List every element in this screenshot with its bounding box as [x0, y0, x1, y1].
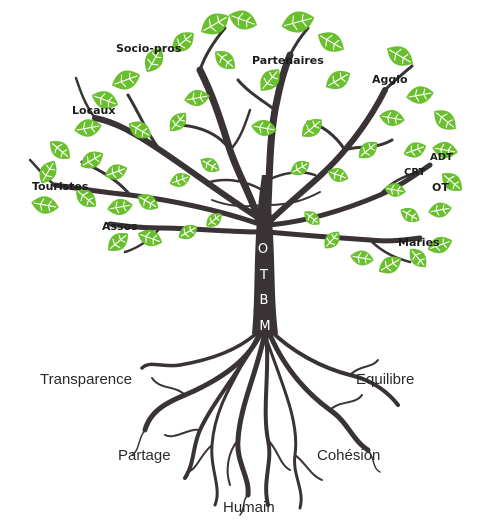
- leaf-45: [350, 250, 374, 266]
- leaf-38: [432, 141, 458, 159]
- root-labels: Transparence Equilibre Partage Cohésion …: [40, 371, 414, 516]
- leaf-14: [379, 109, 405, 127]
- label-locaux: Locaux: [72, 104, 115, 117]
- leaf-27: [107, 198, 133, 216]
- leaf-37: [403, 142, 427, 158]
- leaf-3: [318, 32, 344, 52]
- leaf-41: [400, 207, 420, 223]
- leaf-13: [434, 110, 456, 130]
- leaf-46: [324, 231, 340, 249]
- trunk-letters: O T B M: [258, 242, 271, 334]
- leaf-11: [387, 46, 413, 66]
- label-socio-pros: Socio-pros: [116, 42, 182, 55]
- leaf-17: [184, 89, 210, 107]
- leaf-5: [144, 47, 164, 73]
- label-humain: Humain: [223, 499, 275, 516]
- leaf-44: [378, 256, 402, 274]
- leaf-48: [304, 211, 320, 225]
- leaf-49: [206, 213, 222, 227]
- label-transparence: Transparence: [40, 371, 132, 388]
- roots: [131, 327, 400, 516]
- leaf-6: [111, 70, 141, 90]
- label-equilibre: Equilibre: [356, 371, 414, 388]
- leaf-12: [406, 86, 434, 104]
- label-ot: OT: [432, 181, 449, 194]
- leaf-34: [327, 168, 349, 182]
- label-assos: Assos: [102, 220, 138, 233]
- leaf-7: [91, 91, 119, 109]
- leaf-40: [428, 202, 452, 218]
- leaf-10: [325, 70, 351, 90]
- leaf-33: [290, 160, 310, 176]
- leaf-4: [172, 32, 194, 52]
- leaf-16: [251, 119, 277, 137]
- leaf-15: [302, 119, 322, 137]
- label-adt: ADT: [430, 152, 453, 163]
- label-cohesion: Cohésion: [317, 447, 380, 464]
- leaf-1: [228, 10, 258, 30]
- leaf-39: [442, 173, 462, 191]
- leaf-18: [169, 112, 187, 132]
- leaf-43: [409, 248, 427, 268]
- leaf-36: [384, 183, 406, 197]
- label-partage: Partage: [118, 447, 171, 464]
- label-agglo: Agglo: [372, 73, 408, 86]
- leaf-23: [39, 160, 57, 184]
- leaf-35: [358, 141, 378, 159]
- label-touristes: Touristes: [32, 180, 89, 193]
- leaf-21: [50, 141, 70, 159]
- leaf-30: [108, 233, 128, 251]
- leaf-0: [201, 13, 229, 35]
- label-partenaires: Partenaires: [252, 54, 324, 67]
- leaf-25: [76, 189, 96, 207]
- leaf-29: [137, 229, 163, 247]
- leaves: [31, 10, 462, 274]
- trunk-letter-o: O: [258, 242, 268, 257]
- trunk-letter-t: T: [259, 268, 268, 283]
- trunk-letter-m: M: [259, 319, 270, 334]
- leaf-28: [137, 194, 159, 210]
- trunk-letter-b: B: [260, 293, 269, 308]
- leaf-32: [200, 157, 220, 173]
- leaf-42: [427, 236, 453, 254]
- leaf-26: [104, 164, 128, 180]
- label-crt: CRT: [404, 167, 426, 178]
- leaf-31: [169, 173, 191, 187]
- leaf-22: [80, 151, 104, 169]
- leaf-9: [260, 69, 280, 91]
- label-maries: Maries: [398, 236, 440, 249]
- leaf-47: [178, 224, 198, 240]
- leaf-8: [215, 51, 235, 69]
- leaf-2: [281, 11, 315, 33]
- leaf-20: [74, 119, 102, 137]
- leaf-19: [128, 121, 152, 139]
- trunk: [252, 175, 278, 334]
- branch-labels: Socio-pros Partenaires Agglo Locaux ADT …: [32, 42, 453, 249]
- leaf-24: [31, 196, 59, 214]
